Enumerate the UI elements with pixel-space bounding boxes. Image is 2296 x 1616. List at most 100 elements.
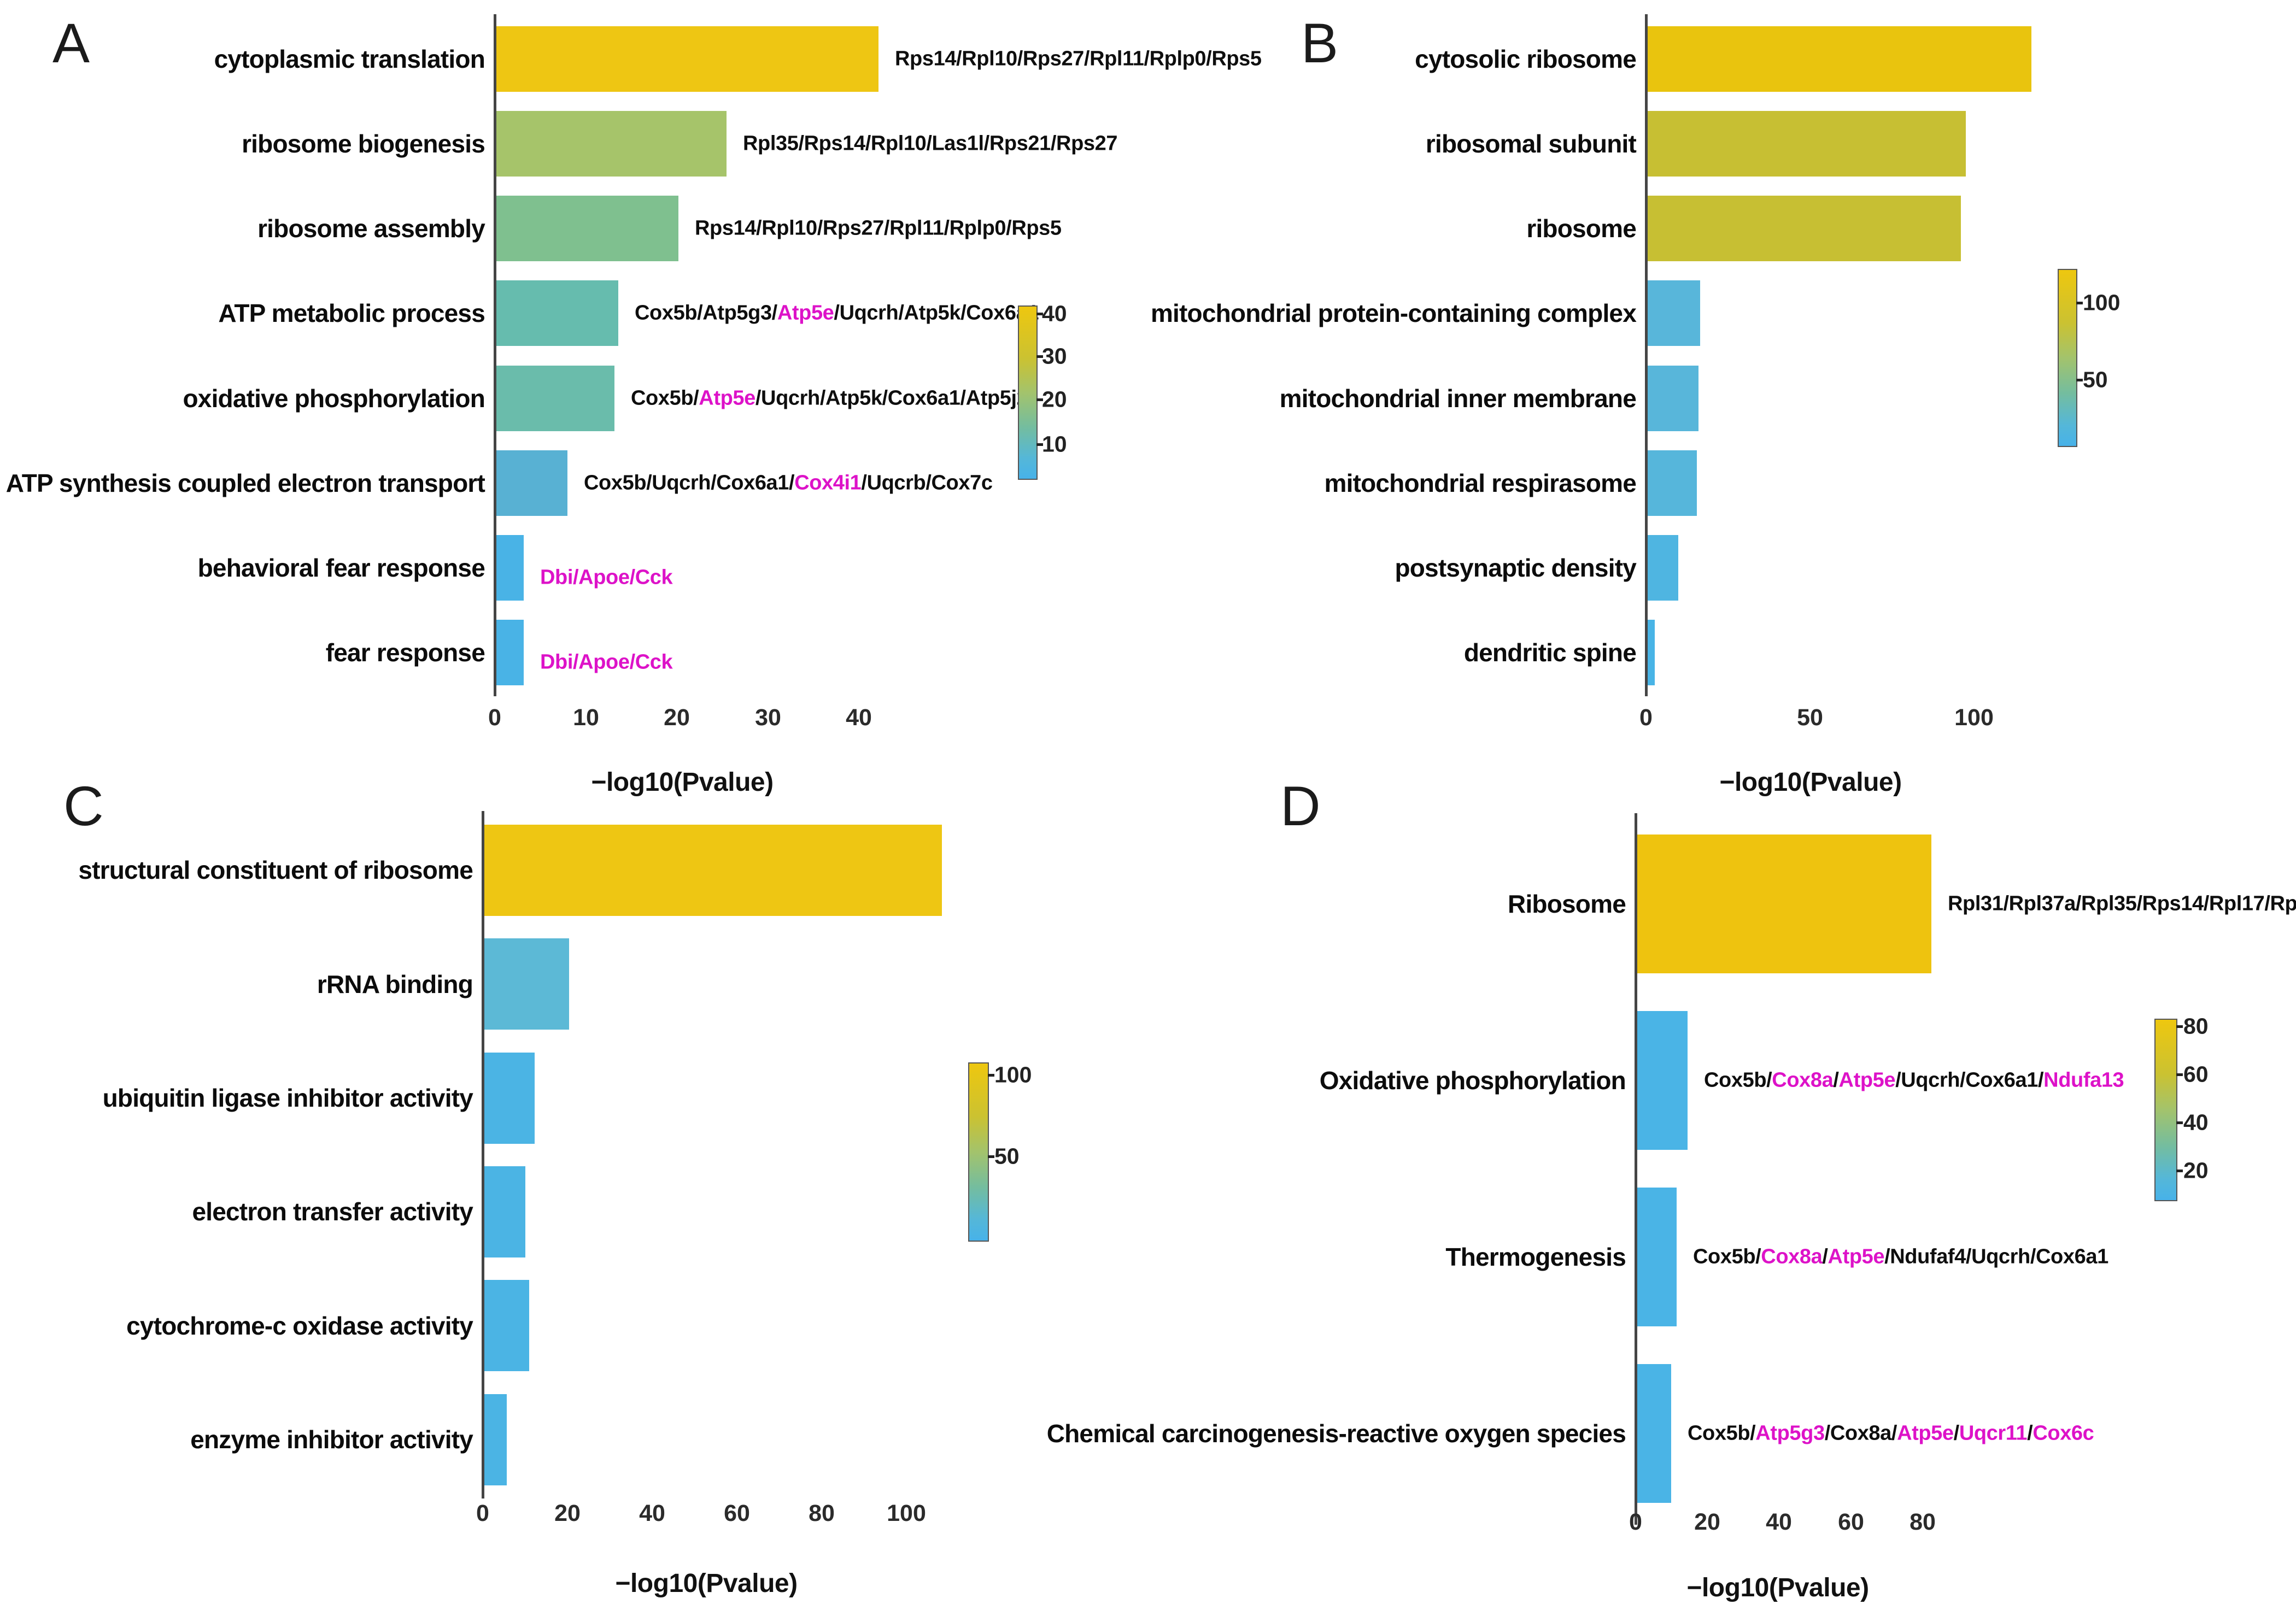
category-label: mitochondrial inner membrane [1279, 384, 1637, 413]
bar [484, 1280, 529, 1371]
bar [496, 196, 678, 261]
gene-annotation: Cox5b/Uqcrh/Cox6a1/Cox4i1/Uqcrb/Cox7c [584, 471, 993, 495]
colorbar-tick-label: 20 [1042, 386, 1067, 412]
colorbar-tick [988, 1074, 994, 1077]
bar [496, 450, 567, 516]
gene-annotation-segment: Cox5b/ [1693, 1245, 1761, 1268]
category-label: cytosolic ribosome [1415, 44, 1637, 73]
colorbar-tick [2176, 1121, 2183, 1124]
gene-annotation-highlight: Atp5e [1838, 1068, 1896, 1091]
gene-annotation: Cox5b/Cox8a/Atp5e/Uqcrh/Cox6a1/Ndufa13 [1704, 1068, 2124, 1092]
category-label: rRNA binding [317, 969, 473, 998]
gene-annotation-segment: Cox5b/ [631, 386, 699, 410]
gene-annotation-highlight: Atp5e [1828, 1245, 1885, 1268]
gene-annotation-highlight: Cox6c [2033, 1421, 2094, 1444]
colorbar-tick [2176, 1170, 2183, 1172]
colorbar-tick-label: 50 [994, 1143, 1020, 1169]
bar [496, 620, 524, 685]
colorbar-tick [1036, 313, 1043, 315]
category-label: Thermogenesis [1445, 1242, 1626, 1271]
gene-annotation-segment: /Uqcrh/Cox6a1/ [1895, 1068, 2044, 1091]
gene-annotation: Cox5b/Cox8a/Atp5e/Ndufaf4/Uqcrh/Cox6a1 [1693, 1245, 2108, 1268]
category-label: oxidative phosphorylation [183, 384, 485, 413]
gene-annotation: Rpl31/Rpl37a/Rpl35/Rps14/Rpl17/Rpl39 [1948, 892, 2296, 915]
bar [1637, 835, 1931, 973]
category-label: fear response [325, 638, 485, 667]
x-tick-label: 80 [1910, 1509, 1936, 1535]
colorbar-tick-label: 40 [1042, 301, 1067, 326]
colorbar-gradient [968, 1062, 989, 1242]
bar [484, 938, 569, 1030]
gene-annotation-segment: /Uqcrh/Atp5k/Cox6a1/Atp5j2 [755, 386, 1028, 410]
category-label: ubiquitin ligase inhibitor activity [102, 1084, 473, 1112]
colorbar-tick [1036, 398, 1043, 401]
bar [1648, 620, 1655, 685]
colorbar-tick [2176, 1073, 2183, 1076]
category-label: ribosome biogenesis [242, 129, 485, 158]
gene-annotation-segment: Rpl31/Rpl37a/Rpl35/Rps14/Rpl17/Rpl39 [1948, 892, 2296, 915]
colorbar-tick [1036, 355, 1043, 358]
bar [496, 280, 618, 346]
category-label: structural constituent of ribosome [78, 856, 473, 885]
x-tick-label: 20 [554, 1500, 581, 1526]
gene-annotation-segment: Cox5b/ [1688, 1421, 1756, 1444]
gene-annotation: Cox5b/Atp5g3/Cox8a/Atp5e/Uqcr11/Cox6c [1688, 1421, 2094, 1445]
panel-letter-a: A [52, 12, 90, 74]
x-tick-label: 0 [1629, 1509, 1642, 1535]
bar [496, 26, 878, 92]
colorbar-tick-label: 100 [994, 1062, 1032, 1088]
gene-annotation-highlight: Cox8a [1761, 1245, 1823, 1268]
bar [1637, 1011, 1688, 1150]
category-label: electron transfer activity [192, 1197, 473, 1226]
gene-annotation: Rps14/Rpl10/Rps27/Rpl11/Rplp0/Rps5 [695, 217, 1062, 240]
category-label: mitochondrial respirasome [1324, 468, 1637, 497]
gene-annotation-highlight: Dbi/Apoe/Cck [540, 650, 673, 674]
gene-annotation-segment: Cox5b/Uqcrh/Cox6a1/ [584, 471, 795, 495]
colorbar-tick-label: 60 [2183, 1061, 2209, 1087]
gene-annotation: Cox5b/Atp5g3/Atp5e/Uqcrh/Atp5k/Cox6a1 [635, 302, 1039, 325]
x-tick-label: 30 [755, 704, 781, 731]
gene-annotation-segment: / [1833, 1068, 1839, 1091]
x-tick-label: 80 [809, 1500, 835, 1526]
panel-letter-c: C [63, 775, 104, 837]
colorbar-tick [988, 1155, 994, 1158]
gene-annotation-highlight: Dbi/Apoe/Cck [540, 566, 673, 589]
category-label: dendritic spine [1463, 638, 1637, 667]
category-label: Ribosome [1508, 889, 1626, 918]
colorbar-tick [2076, 379, 2083, 381]
colorbar-tick-label: 80 [2183, 1013, 2209, 1039]
category-label: ATP metabolic process [218, 299, 485, 328]
gene-annotation: Dbi/Apoe/Cck [540, 566, 673, 590]
gene-annotation-segment: / [2027, 1421, 2033, 1444]
bar [1648, 280, 1700, 346]
category-label: postsynaptic density [1395, 554, 1636, 583]
colorbar-gradient [2154, 1019, 2177, 1201]
colorbar-tick-label: 10 [1042, 431, 1067, 457]
gene-annotation-highlight: Atp5e [777, 301, 834, 325]
x-tick-label: 10 [573, 704, 599, 731]
panel-letter-b: B [1301, 12, 1339, 74]
bar [496, 111, 727, 177]
x-tick-label: 0 [1639, 704, 1653, 731]
category-label: behavioral fear response [197, 554, 485, 583]
gene-annotation: Rps14/Rpl10/Rps27/Rpl11/Rplp0/Rps5 [895, 47, 1262, 70]
gene-annotation: Rpl35/Rps14/Rpl10/Las1l/Rps21/Rps27 [743, 132, 1117, 155]
gene-annotation: Cox5b/Atp5e/Uqcrh/Atp5k/Cox6a1/Atp5j2 [631, 386, 1028, 410]
y-axis-line [1635, 813, 1637, 1525]
x-tick-label: 40 [1766, 1509, 1792, 1535]
category-label: enzyme inhibitor activity [190, 1425, 473, 1454]
gene-annotation-highlight: Cox8a [1772, 1068, 1834, 1091]
gene-annotation-segment: /Uqcrh/Atp5k/Cox6a1 [834, 301, 1039, 325]
x-axis-title: −log10(Pvalue) [1719, 768, 1902, 797]
x-tick-label: 20 [664, 704, 690, 731]
colorbar-tick-label: 100 [2083, 290, 2121, 315]
bar [1648, 196, 1961, 261]
gene-annotation-segment: / [1953, 1421, 1960, 1444]
y-axis-line [482, 811, 484, 1499]
x-tick-label: 100 [887, 1500, 926, 1526]
colorbar-tick [1036, 443, 1043, 446]
category-label: ribosome assembly [257, 214, 485, 243]
